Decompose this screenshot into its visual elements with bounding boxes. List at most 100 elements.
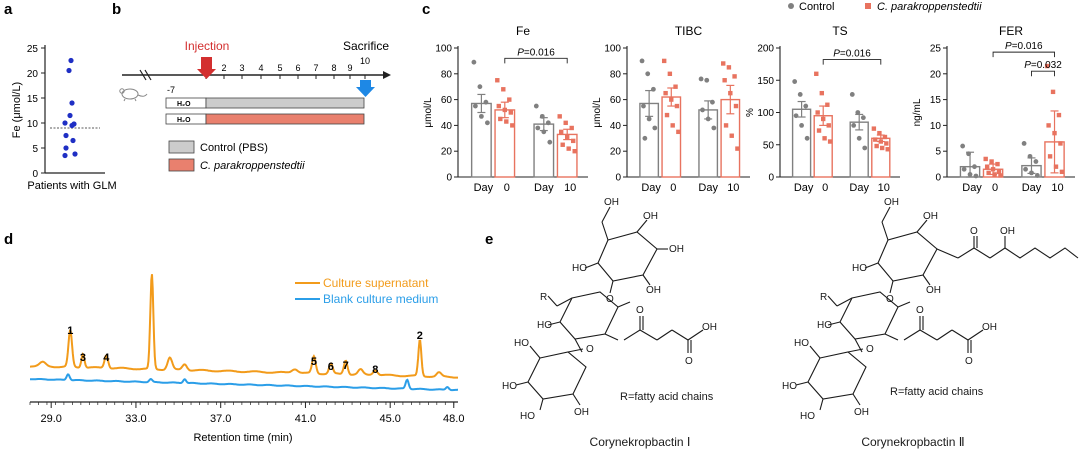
timeline-tick-label: 2 <box>221 63 226 73</box>
data-point-treatment <box>667 71 673 76</box>
legend-control-label: Control (PBS) <box>200 142 268 154</box>
data-point-control <box>485 120 490 126</box>
chart-x-label: Day <box>534 182 554 194</box>
bond <box>916 219 928 233</box>
chart-x-label: 10 <box>727 182 739 194</box>
chart-y-label: μmol/L <box>423 97 434 128</box>
data-point-control <box>862 145 868 151</box>
data-point-control <box>641 103 646 109</box>
timeline-start-tick: -7 <box>167 85 175 95</box>
data-point-treatment <box>670 123 675 128</box>
peak-label: 3 <box>80 352 86 364</box>
fatty-chain <box>1004 247 1079 259</box>
atom-o: O <box>970 226 978 237</box>
bond <box>609 280 614 294</box>
name-left: Corynekropbactin Ⅰ <box>590 435 691 449</box>
data-point-control <box>967 172 973 177</box>
legend-supernatant-label: Culture supernatant <box>323 276 429 290</box>
chart-y-tick-label: 0 <box>615 173 621 184</box>
data-point-treatment <box>673 84 678 89</box>
data-point-control <box>793 113 799 119</box>
data-point-control <box>1029 170 1034 176</box>
significance-bracket <box>822 59 882 65</box>
atom-oh: OH <box>669 244 684 255</box>
atom-oh: OH <box>643 211 658 222</box>
atom-ho: HO <box>794 338 809 349</box>
atom-ho: HO <box>800 411 815 422</box>
data-point-control <box>710 99 715 105</box>
data-point-treatment <box>1046 123 1051 128</box>
data-point-control <box>473 103 478 109</box>
data-point-treatment <box>879 145 885 151</box>
chart-y-tick-label: 20 <box>610 147 622 158</box>
atom-oh: OH <box>574 407 589 418</box>
atom-oh: OH <box>854 407 869 418</box>
chart-y-tick-label: 10 <box>930 121 942 132</box>
data-point-treatment <box>504 119 509 124</box>
data-point-treatment <box>508 110 513 115</box>
panel-a-tick-label: 0 <box>32 169 38 180</box>
chart-y-tick-label: 40 <box>610 121 622 132</box>
bond <box>539 398 544 411</box>
data-point-control <box>972 164 977 170</box>
panel-d-tick-label: 29.0 <box>40 413 61 425</box>
data-point-treatment <box>826 123 831 128</box>
injection-arrow-icon <box>197 57 216 79</box>
significance-bracket <box>992 51 1055 58</box>
chart-title: TS <box>832 24 847 38</box>
data-point-treatment <box>878 139 883 144</box>
data-point-treatment <box>722 78 727 83</box>
data-point-control <box>856 135 862 141</box>
data-point-control <box>477 84 483 90</box>
bond <box>515 381 529 386</box>
data-point-treatment <box>726 65 732 70</box>
data-point-treatment <box>664 112 670 118</box>
top-glucose-ring <box>597 231 658 282</box>
chart-x-label: Day <box>641 182 661 194</box>
panel-a-dots <box>62 57 78 159</box>
bond <box>864 262 879 269</box>
chart-title: TIBC <box>675 24 703 38</box>
chart-y-tick-label: 20 <box>441 147 453 158</box>
data-point-control <box>652 125 658 131</box>
panel-a-dot <box>62 152 68 159</box>
data-point-treatment <box>884 141 889 146</box>
bond <box>951 329 969 341</box>
panel-a-tick-label: 10 <box>27 119 39 130</box>
data-point-treatment <box>821 116 826 122</box>
data-point-control <box>855 110 861 115</box>
panel-b-schematic: Injection Sacrifice -7 23456789110 H₂O H… <box>119 39 391 172</box>
atom-oh: OH <box>646 285 661 296</box>
data-point-control <box>483 99 489 105</box>
atom-oh: OH <box>1000 226 1015 237</box>
data-point-control <box>1021 141 1027 146</box>
atom-o: O <box>685 356 693 367</box>
data-point-control <box>541 129 547 135</box>
data-point-treatment <box>733 103 739 109</box>
chart-y-label: ng/mL <box>912 98 923 126</box>
panel-a-dot <box>63 145 69 151</box>
significance-bracket <box>1031 70 1055 77</box>
bond <box>601 206 611 223</box>
data-point-treatment <box>992 172 997 177</box>
data-point-treatment <box>1044 63 1050 69</box>
panel-letter-a: a <box>4 1 13 18</box>
bond <box>601 221 609 241</box>
data-point-treatment <box>1056 112 1062 118</box>
top-glucose-ring-2 <box>877 231 938 282</box>
bond <box>556 297 573 307</box>
significance-label: P=0.016 <box>833 49 871 60</box>
data-point-treatment <box>557 114 562 119</box>
chart-y-tick-label: 80 <box>441 69 453 80</box>
bond <box>881 206 891 223</box>
atom-ho: HO <box>537 320 552 331</box>
legend-c-control: Control <box>799 1 834 13</box>
data-point-treatment <box>814 71 819 76</box>
chart-x-label: Day <box>794 182 814 194</box>
data-point-treatment <box>998 173 1003 178</box>
bar-control <box>791 108 812 178</box>
atom-ho: HO <box>782 381 797 392</box>
atom-oh: OH <box>926 285 941 296</box>
bond <box>687 329 704 341</box>
